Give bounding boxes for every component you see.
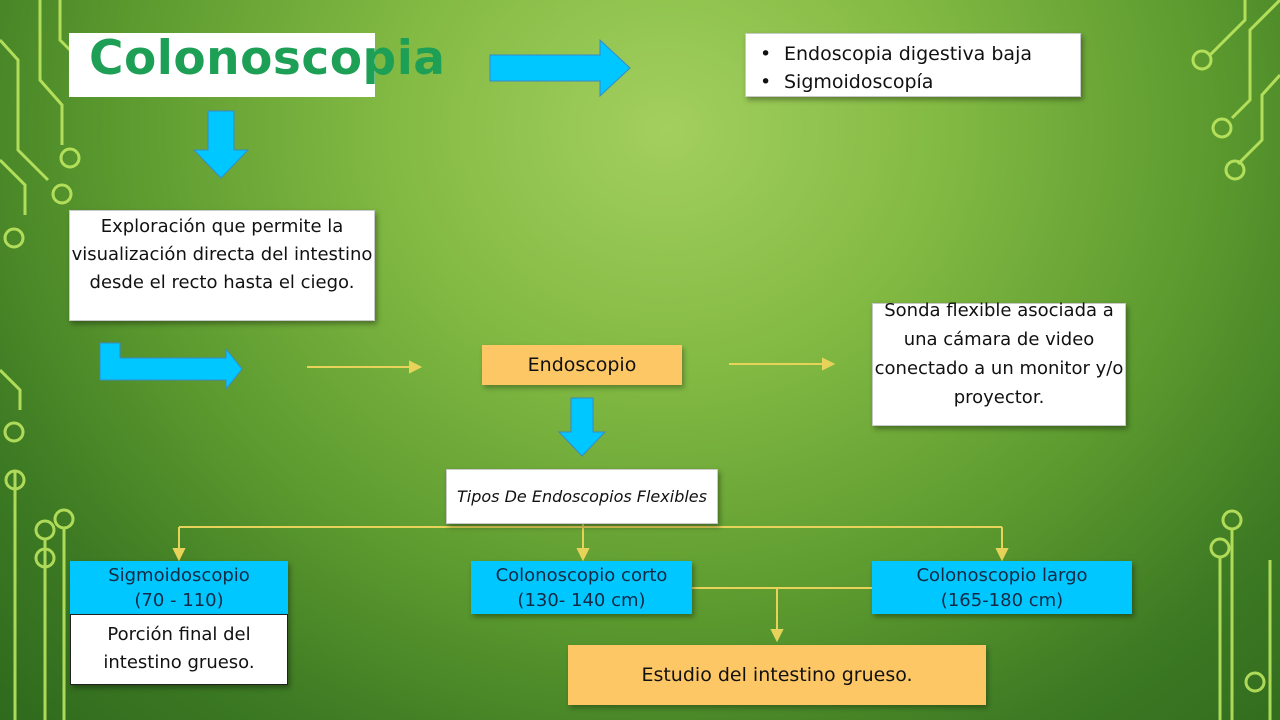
colon-note-box: Estudio del intestino grueso. [568, 645, 986, 705]
instrument-description-text: Sonda flexible asociada a una cámara de … [874, 300, 1124, 408]
instrument-label: Endoscopio [527, 354, 637, 376]
synonyms-box: Endoscopia digestiva baja Sigmoidoscopía [745, 33, 1081, 97]
type-range: (130- 140 cm) [517, 590, 646, 611]
colon-note-text: Estudio del intestino grueso. [641, 664, 913, 686]
synonyms-list: Endoscopia digestiva baja Sigmoidoscopía [758, 40, 1080, 96]
page-title: Colonoscopia [89, 31, 446, 86]
definition-box: Exploración que permite la visualización… [69, 210, 375, 321]
connector-lines [172, 357, 1009, 643]
type-box-sigmoidoscopio: Sigmoidoscopio (70 - 110) [70, 561, 288, 614]
type-box-colonoscopio-largo: Colonoscopio largo (165-180 cm) [872, 561, 1132, 614]
synonym-item: Endoscopia digestiva baja [760, 40, 1080, 68]
types-heading-box: Tipos De Endoscopios Flexibles [446, 469, 718, 524]
circuit-decoration-right [1191, 0, 1280, 720]
down-arrow-endoscopio [557, 397, 607, 457]
type-range: (165-180 cm) [940, 590, 1064, 611]
down-arrow-title [192, 110, 250, 179]
bent-arrow-definition [99, 342, 243, 391]
instrument-description-box: Sonda flexible asociada a una cámara de … [872, 300, 1126, 426]
types-heading: Tipos De Endoscopios Flexibles [457, 487, 707, 506]
type-range: (70 - 110) [134, 590, 224, 611]
type-name: Colonoscopio corto [495, 565, 668, 586]
type-name: Colonoscopio largo [916, 565, 1088, 586]
synonym-item: Sigmoidoscopía [760, 68, 1080, 96]
title-box: Colonoscopia [69, 31, 445, 97]
sigmoid-note-box: Porción final del intestino grueso. [70, 614, 288, 685]
circuit-decoration-left [0, 0, 81, 720]
instrument-box: Endoscopio [482, 345, 682, 385]
type-name: Sigmoidoscopio [108, 565, 250, 586]
definition-text: Exploración que permite la visualización… [71, 216, 373, 293]
type-box-colonoscopio-corto: Colonoscopio corto (130- 140 cm) [471, 561, 692, 614]
sigmoid-note-text: Porción final del intestino grueso. [103, 624, 255, 673]
right-arrow-title [489, 38, 631, 98]
